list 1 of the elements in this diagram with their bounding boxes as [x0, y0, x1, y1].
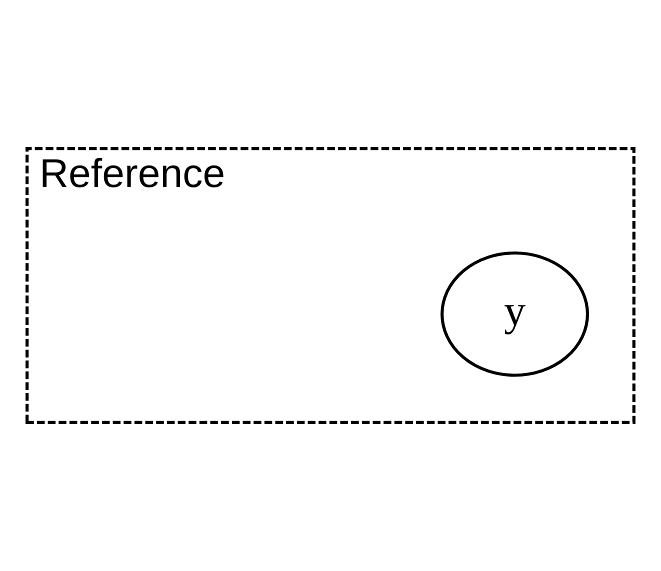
- node-ellipse: y: [440, 251, 590, 377]
